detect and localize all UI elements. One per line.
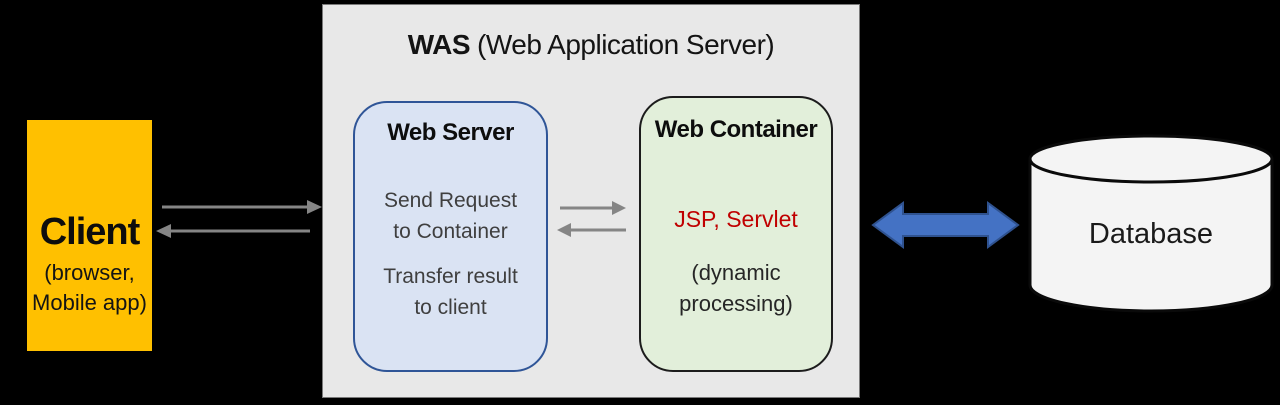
was-box: WAS(Web Application Server) Web Server S… xyxy=(322,4,860,398)
web-container-note-line1: (dynamic xyxy=(691,260,781,285)
client-subtitle-line1: (browser, xyxy=(44,260,135,285)
database-cylinder-top xyxy=(1028,134,1274,184)
web-container-note: (dynamic processing) xyxy=(641,257,831,319)
web-container-box: Web Container JSP, Servlet (dynamic proc… xyxy=(639,96,833,372)
was-title-acronym: WAS xyxy=(407,29,471,60)
web-container-title: Web Container xyxy=(654,116,818,143)
was-title-expansion: (Web Application Server) xyxy=(477,29,775,60)
database-label: Database xyxy=(1089,218,1213,250)
web-server-box: Web Server Send Request to Container Tra… xyxy=(353,101,548,372)
web-server-paragraph-2: Transfer result to client xyxy=(355,261,546,323)
web-container-note-line2: processing) xyxy=(679,291,793,316)
web-server-title: Web Server xyxy=(387,119,514,146)
web-server-p2-line2: to client xyxy=(414,296,487,319)
web-server-description: Send Request to Container Transfer resul… xyxy=(355,185,546,323)
web-server-p2-line1: Transfer result xyxy=(383,265,518,288)
web-server-p1-line2: to Container xyxy=(393,220,508,243)
database-cylinder-body xyxy=(1028,159,1274,313)
client-box: Client (browser, Mobile app) xyxy=(27,120,152,351)
client-title: Client xyxy=(39,211,141,253)
was-title: WAS(Web Application Server) xyxy=(323,29,859,61)
client-request-arrow-icon xyxy=(162,200,322,214)
container-to-server-arrow-icon xyxy=(557,223,626,237)
client-subtitle: (browser, Mobile app) xyxy=(32,258,147,318)
server-to-container-arrow-icon xyxy=(560,201,626,215)
web-container-tech-label: JSP, Servlet xyxy=(674,206,798,232)
web-server-paragraph-1: Send Request to Container xyxy=(355,185,546,247)
web-server-p1-line1: Send Request xyxy=(383,189,518,212)
database-cylinder-icon: Database xyxy=(1028,134,1274,313)
client-subtitle-line2: Mobile app) xyxy=(32,290,147,315)
client-response-arrow-icon xyxy=(156,224,310,238)
was-database-double-arrow-icon xyxy=(871,201,1020,249)
